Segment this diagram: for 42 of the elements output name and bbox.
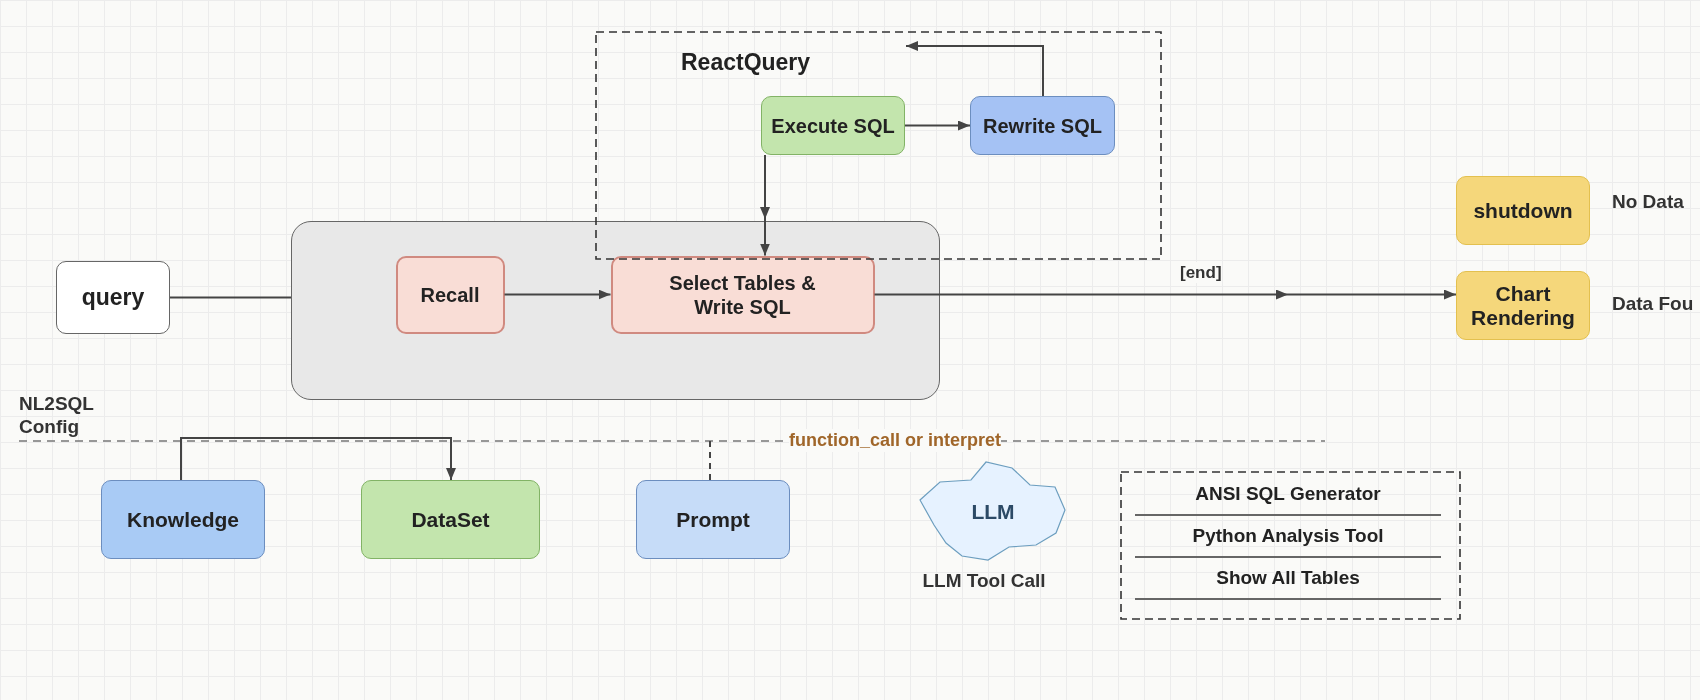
terminal-box (1456, 176, 1590, 245)
arrow (180, 437, 456, 481)
config-box (101, 480, 265, 559)
config-box (361, 480, 540, 559)
arrow (873, 290, 1457, 300)
dashed-tool-list (1120, 471, 1461, 620)
node-label: Knowledge (127, 506, 239, 533)
group-title: ReactQuery (681, 49, 811, 76)
input-box (56, 261, 170, 334)
node-label: query (81, 283, 145, 312)
arrow (904, 120, 971, 131)
edge-label: [end] (1180, 262, 1222, 283)
node-label: Rewrite SQL (983, 113, 1102, 138)
node-label: LLM (971, 498, 1015, 525)
list-item: ANSI SQL Generator (1135, 474, 1441, 516)
side-note: No Data (1612, 191, 1684, 213)
process-box (970, 96, 1115, 155)
node-label: shutdown (1473, 197, 1573, 224)
terminal-box (1456, 271, 1590, 340)
process-box (395, 255, 505, 334)
list-item: Show All Tables (1135, 558, 1441, 600)
arrow (760, 154, 770, 257)
arrow (503, 289, 612, 300)
node-label: Prompt (676, 506, 750, 533)
node-label: Chart Rendering (1470, 281, 1576, 330)
section-label: NL2SQL Config (19, 392, 95, 438)
node-label: Recall (420, 282, 480, 307)
arrow (905, 41, 1044, 97)
config-box (636, 480, 790, 559)
node-label: DataSet (411, 506, 490, 533)
side-note: LLM Tool Call (921, 570, 1047, 592)
process-box (610, 255, 875, 334)
annotation-text: function_call or interpret (789, 429, 1002, 452)
list-item: Python Analysis Tool (1135, 516, 1441, 558)
process-box (761, 96, 905, 155)
node-label: Execute SQL (771, 113, 895, 138)
group-container (291, 221, 940, 400)
cloud-shape (920, 462, 1066, 561)
node-label: Select Tables & Write SQL (668, 270, 817, 319)
side-note: Data Fou (1612, 293, 1694, 315)
connector-line (709, 438, 711, 481)
connector-line (169, 296, 292, 299)
